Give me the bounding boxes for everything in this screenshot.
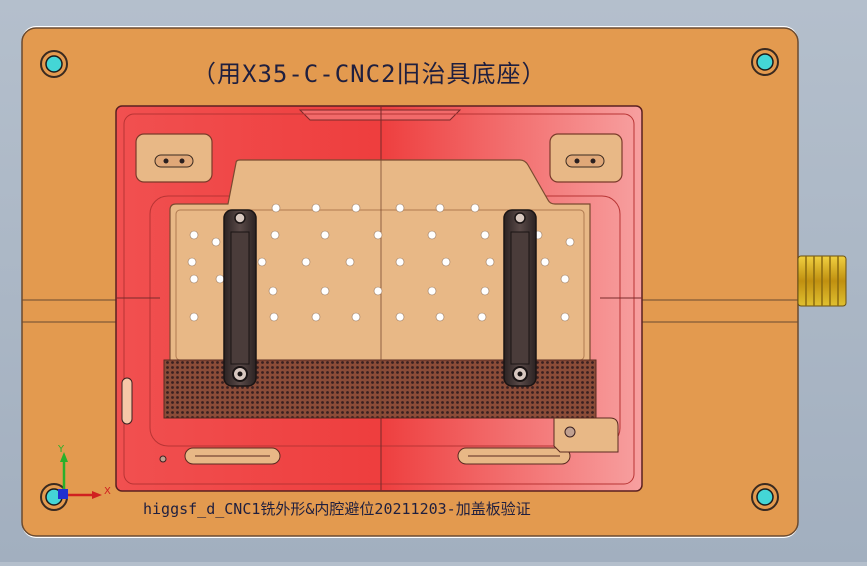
bottom-slot-right [457, 447, 571, 465]
vacuum-hole-grid [187, 203, 575, 322]
triad-y-label: Y [57, 444, 65, 455]
corner-locator-left [135, 133, 213, 183]
bottom-slot-left [159, 447, 281, 465]
mounting-hole-icon [751, 48, 779, 76]
part-annotation: （用X35-C-CNC2旧治具底座） [192, 60, 547, 88]
clamp-bar-icon[interactable] [503, 209, 537, 387]
pneumatic-fitting-icon[interactable] [797, 255, 847, 307]
mounting-hole-icon [40, 50, 68, 78]
side-slot [121, 377, 133, 425]
corner-locator-right [549, 133, 623, 183]
file-caption: higgsf_d_CNC1铣外形&内腔避位20211203-加盖板验证 [143, 500, 531, 518]
bottom-right-pocket [553, 417, 619, 453]
coordinate-triad-icon[interactable]: Y X [57, 444, 111, 499]
mounting-hole-icon [751, 483, 779, 511]
clamp-bar-icon[interactable] [223, 209, 257, 387]
triad-x-label: X [104, 486, 111, 497]
